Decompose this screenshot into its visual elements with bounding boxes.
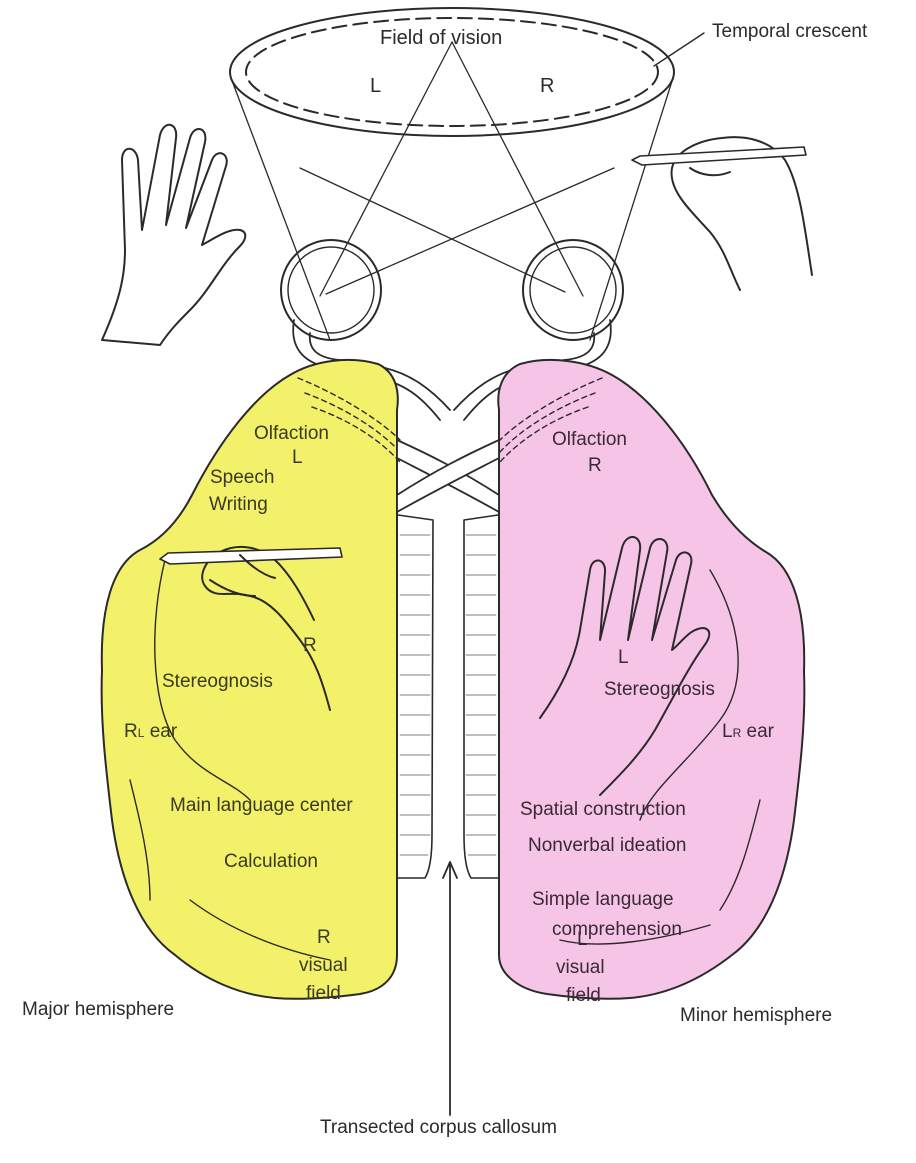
temporal-crescent-pointer — [654, 33, 704, 66]
visual-field-right-side: L — [577, 930, 588, 949]
right-eye-icon — [523, 240, 623, 340]
left-eye-icon — [281, 240, 381, 340]
visual-field-right-word: visual — [556, 958, 605, 977]
spatial-construction-label: Spatial construction — [520, 800, 686, 819]
right-hand-with-pencil-icon — [632, 137, 812, 290]
visual-field-right-word2: field — [566, 986, 601, 1005]
calculation-label: Calculation — [224, 852, 318, 871]
corpus-callosum-left-band — [398, 515, 433, 878]
right-ear-subscript: R — [733, 726, 742, 740]
olfaction-left-side: L — [292, 448, 303, 467]
corpus-callosum-arrow — [443, 862, 457, 1115]
left-ear-subscript: L — [138, 726, 145, 740]
nonverbal-ideation-label: Nonverbal ideation — [528, 836, 686, 855]
major-hemisphere-label: Major hemisphere — [22, 1000, 174, 1019]
left-ear-word: ear — [150, 721, 177, 742]
stereognosis-right-label: Stereognosis — [604, 680, 715, 699]
visual-field-left-side: R — [317, 928, 331, 947]
main-language-center-label: Main language center — [170, 796, 353, 815]
field-right-marker: R — [540, 76, 554, 96]
right-ear-side: L — [722, 721, 733, 742]
stereognosis-left-label: Stereognosis — [162, 672, 273, 691]
field-left-marker: L — [370, 76, 381, 96]
simple-language-label: Simple language — [532, 890, 674, 909]
speech-label: Speech — [210, 468, 274, 487]
left-ear-side: R — [124, 721, 138, 742]
olfaction-left-label: Olfaction — [254, 424, 329, 443]
corpus-callosum-right-band — [464, 515, 498, 878]
hand-right-marker: R — [303, 636, 317, 655]
right-ear-label: LR ear — [722, 722, 774, 741]
left-hand-icon — [102, 125, 245, 345]
optic-chiasm — [397, 440, 499, 512]
field-of-vision-title: Field of vision — [380, 28, 502, 48]
olfaction-right-side: R — [588, 456, 602, 475]
comprehension-label: comprehension — [552, 920, 682, 939]
minor-hemisphere-label: Minor hemisphere — [680, 1006, 832, 1025]
visual-field-left-word2: field — [306, 984, 341, 1003]
transected-corpus-callosum-label: Transected corpus callosum — [320, 1118, 557, 1137]
left-ear-label: RL ear — [124, 722, 177, 741]
visual-field-left-word: visual — [299, 956, 348, 975]
olfaction-right-label: Olfaction — [552, 430, 627, 449]
temporal-crescent-label: Temporal crescent — [712, 22, 867, 41]
hand-left-marker: L — [618, 648, 629, 667]
right-ear-word: ear — [747, 721, 774, 742]
visual-projection-lines — [231, 42, 673, 340]
writing-label: Writing — [209, 495, 268, 514]
